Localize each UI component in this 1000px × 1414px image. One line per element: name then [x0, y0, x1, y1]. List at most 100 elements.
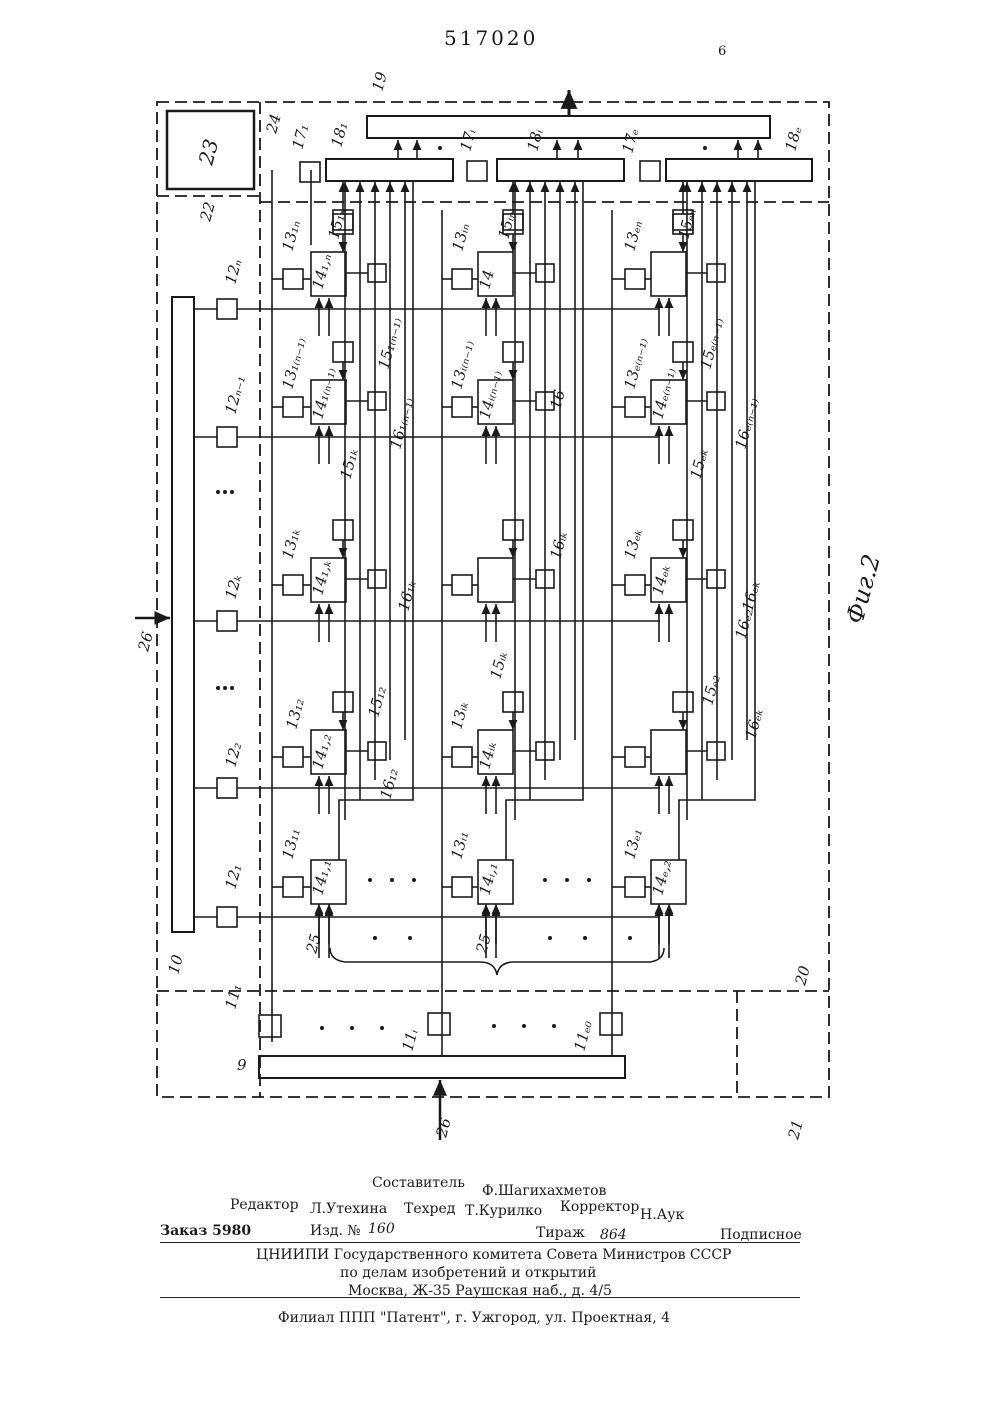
block-13-e2 — [625, 747, 645, 767]
block-13-in — [452, 269, 472, 289]
block-16-ek — [707, 570, 725, 588]
block-15-ik — [503, 520, 523, 540]
label-9: 9 — [237, 1056, 247, 1074]
label-c15-1n1: 15₁₍ₙ₋₁₎ — [374, 315, 405, 371]
block-12-rk — [217, 611, 237, 631]
label-c15-1n: 15₁ₙ — [324, 206, 349, 241]
block-16-1n — [368, 264, 386, 282]
label-rn: 12ₙ — [221, 257, 245, 286]
label-c16-en: 16ₑ₂ — [731, 607, 756, 642]
label-c14-in: 14 — [475, 268, 497, 291]
label-11-i: 11ᵢ — [398, 1027, 421, 1053]
label-r2: 12₂ — [221, 740, 245, 769]
block-14-en — [651, 252, 686, 296]
label-25b: 25 — [472, 932, 495, 956]
label-c16-12: 16₁₂ — [376, 766, 401, 801]
label-c14-1n: 14₁,ₙ — [308, 252, 335, 291]
label-c13-en: 13ₑₙ — [620, 218, 645, 253]
block-13-1k — [283, 575, 303, 595]
label-18-i: 18ᵢ — [523, 127, 546, 153]
block-12-rn1 — [217, 427, 237, 447]
label-26b: 26 — [432, 1115, 455, 1140]
block-13-i1 — [452, 877, 472, 897]
label-18-e: 18ₑ — [781, 124, 805, 153]
block-16-en1 — [707, 392, 725, 410]
block-11-i — [428, 1013, 450, 1035]
block-13-en — [625, 269, 645, 289]
figure-caption: Фиг.2 — [841, 551, 886, 626]
label-10: 10 — [164, 952, 186, 976]
editor-name: Л.Утехина — [310, 1201, 387, 1217]
block-16-1k — [368, 570, 386, 588]
bus-9 — [259, 1056, 625, 1078]
block-15-1n1 — [333, 342, 353, 362]
print-run-label: Тираж — [536, 1225, 585, 1241]
label-r1: 12₁ — [221, 862, 245, 891]
print-run: 864 — [600, 1227, 627, 1243]
label-20: 20 — [791, 963, 814, 988]
block-15-12 — [333, 692, 353, 712]
label-c15-12: 15₁₂ — [364, 684, 389, 719]
label-c14-1n1: 14₁₍ₙ₋₁₎ — [308, 365, 339, 421]
org-line-1: ЦНИИПИ Государственного комитета Совета … — [256, 1247, 731, 1263]
label-c14-11: 14₁,₁ — [308, 858, 335, 897]
label-c13-ik: 13ᵢₖ — [447, 699, 472, 731]
branch-line: Филиал ППП "Патент", г. Ужгород, ул. Про… — [278, 1310, 670, 1326]
block-15-i2 — [503, 692, 523, 712]
label-c13-1n1: 13₁₍ₙ₋₁₎ — [278, 335, 309, 391]
techred-name: Т.Курилко — [465, 1203, 542, 1219]
block-13-en1 — [625, 397, 645, 417]
label-21: 21 — [784, 1118, 807, 1142]
imprint: Составитель Ф.Шагихахметов Редактор Л.Ут… — [160, 1175, 800, 1315]
label-c13-i1: 13ᵢ₁ — [447, 829, 472, 861]
block-13-i2 — [452, 747, 472, 767]
block-14-ik — [478, 558, 513, 602]
label-c15-en1: 15ₑ₍ₙ₋₁₎ — [696, 316, 727, 371]
block-13-12 — [283, 747, 303, 767]
label-22: 22 — [196, 200, 219, 224]
block-13-1n1 — [283, 397, 303, 417]
label-c13-ek: 13ₑₖ — [620, 527, 645, 562]
label-c16-in1: 16 — [546, 387, 568, 411]
register-18-i — [497, 159, 624, 181]
block-13-1n — [283, 269, 303, 289]
label-24: 24 — [262, 112, 285, 136]
label-c13-1k: 13₁ₖ — [278, 526, 303, 561]
label-c14-ek: 14ₑₖ — [648, 563, 673, 598]
register-19 — [367, 116, 770, 138]
label-c16-ek2: 16ₑₖ — [741, 707, 766, 742]
label-c13-12: 13₁₂ — [282, 696, 307, 731]
block-13-11 — [283, 877, 303, 897]
block-13-ek — [625, 575, 645, 595]
block-13-ik — [452, 575, 472, 595]
label-25a: 25 — [302, 932, 325, 956]
label-23: 23 — [193, 136, 223, 168]
label-c13-in1: 13ᵢ₍ₙ₋₁₎ — [447, 338, 477, 391]
compiler-label: Составитель — [372, 1175, 465, 1191]
order-label: Заказ 5980 — [160, 1223, 251, 1239]
block-12-r2 — [217, 778, 237, 798]
block-15-in1 — [503, 342, 523, 362]
compiler-name: Ф.Шагихахметов — [482, 1183, 606, 1199]
label-19: 19 — [368, 69, 390, 93]
label-18-1: 18₁ — [327, 120, 351, 149]
label-11-e: 11ₑ₀ — [570, 1019, 595, 1054]
block-11-1 — [259, 1015, 281, 1037]
issue-number: 160 — [368, 1221, 395, 1237]
label-c14-en1: 14ₑ₍ₙ₋₁₎ — [648, 366, 679, 421]
block-12-r1 — [217, 907, 237, 927]
block-16-en — [707, 264, 725, 282]
label-17-1: 17₁ — [288, 122, 312, 151]
label-c13-1n: 13₁ₙ — [278, 218, 303, 253]
label-c14-e1: 14ₑ,₂ — [648, 858, 675, 897]
footer-rule-2 — [160, 1297, 800, 1298]
label-c15-1k: 15₁ₖ — [336, 446, 361, 481]
label-c13-in: 13ᵢₙ — [448, 221, 473, 253]
block-17-1 — [300, 162, 320, 182]
label-c14-12: 14₁,₂ — [308, 732, 335, 771]
label-c16-en1: 16ₑ₍ₙ₋₁₎ — [731, 396, 762, 451]
label-rk: 12ₖ — [221, 572, 245, 601]
label-c14-in1: 14ᵢ₍ₙ₋₁₎ — [475, 368, 505, 421]
label-c16-1k: 16₁ₖ — [394, 578, 419, 613]
label-c13-e1: 13ₑ₁ — [620, 827, 645, 862]
